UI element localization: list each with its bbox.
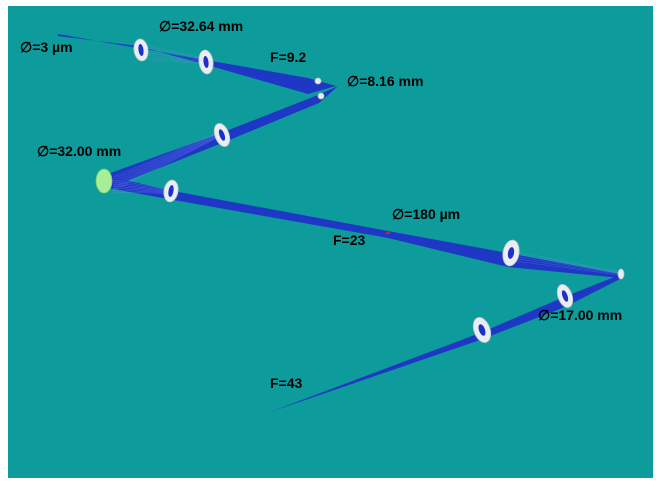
lens-4 bbox=[317, 92, 325, 100]
ray-line bbox=[112, 133, 223, 188]
ray-line bbox=[112, 183, 174, 192]
ray-line bbox=[112, 132, 223, 184]
ray-line bbox=[112, 181, 174, 191]
ray-line bbox=[112, 133, 223, 186]
label-diameter-5: ∅=17.00 mm bbox=[538, 307, 622, 323]
ray-line bbox=[507, 252, 621, 274]
ray-line bbox=[112, 179, 174, 191]
ray-trace-viewport[interactable]: ∅=3 µm ∅=32.64 mm F=9.2 ∅=8.16 mm ∅=32.0… bbox=[8, 6, 653, 478]
label-focal-3: F=43 bbox=[270, 375, 303, 391]
ray-line bbox=[507, 257, 621, 275]
label-diameter-1: ∅=32.64 mm bbox=[159, 18, 243, 34]
lens-3 bbox=[314, 77, 322, 85]
label-focal-1: F=9.2 bbox=[270, 49, 306, 65]
ray-line bbox=[112, 134, 223, 190]
label-diameter-3: ∅=32.00 mm bbox=[37, 143, 121, 159]
ray-line bbox=[112, 134, 223, 192]
optical-layout: ∅=3 µm ∅=32.64 mm F=9.2 ∅=8.16 mm ∅=32.0… bbox=[20, 18, 625, 412]
ray-line bbox=[507, 259, 621, 276]
ray-line bbox=[112, 131, 223, 180]
ray-line bbox=[112, 191, 174, 194]
ray-line bbox=[112, 189, 174, 194]
lens-9 bbox=[556, 284, 574, 308]
label-diameter-4: ∅=180 µm bbox=[392, 206, 460, 222]
label-input-diameter: ∅=3 µm bbox=[20, 39, 73, 55]
ray-line bbox=[112, 185, 174, 193]
ray-bundle bbox=[112, 43, 621, 276]
label-diameter-2: ∅=8.16 mm bbox=[347, 73, 423, 89]
lens-8 bbox=[617, 268, 625, 280]
ray-line bbox=[112, 130, 223, 178]
focus-marker bbox=[386, 232, 390, 234]
ray-line bbox=[507, 249, 621, 273]
beam-paths bbox=[58, 34, 622, 412]
lens-2 bbox=[198, 49, 214, 75]
mirror bbox=[95, 168, 113, 194]
beam-segment-3 bbox=[108, 176, 620, 278]
ray-line bbox=[507, 254, 621, 274]
label-focal-2: F=23 bbox=[333, 232, 366, 248]
beam-segment-1 bbox=[58, 34, 336, 94]
lens-7 bbox=[502, 239, 520, 267]
ray-line bbox=[112, 131, 223, 182]
lens-6 bbox=[163, 179, 179, 203]
lens-10 bbox=[472, 317, 492, 343]
lens-5 bbox=[213, 123, 231, 147]
lens-1 bbox=[133, 38, 149, 62]
ray-line bbox=[112, 187, 174, 193]
